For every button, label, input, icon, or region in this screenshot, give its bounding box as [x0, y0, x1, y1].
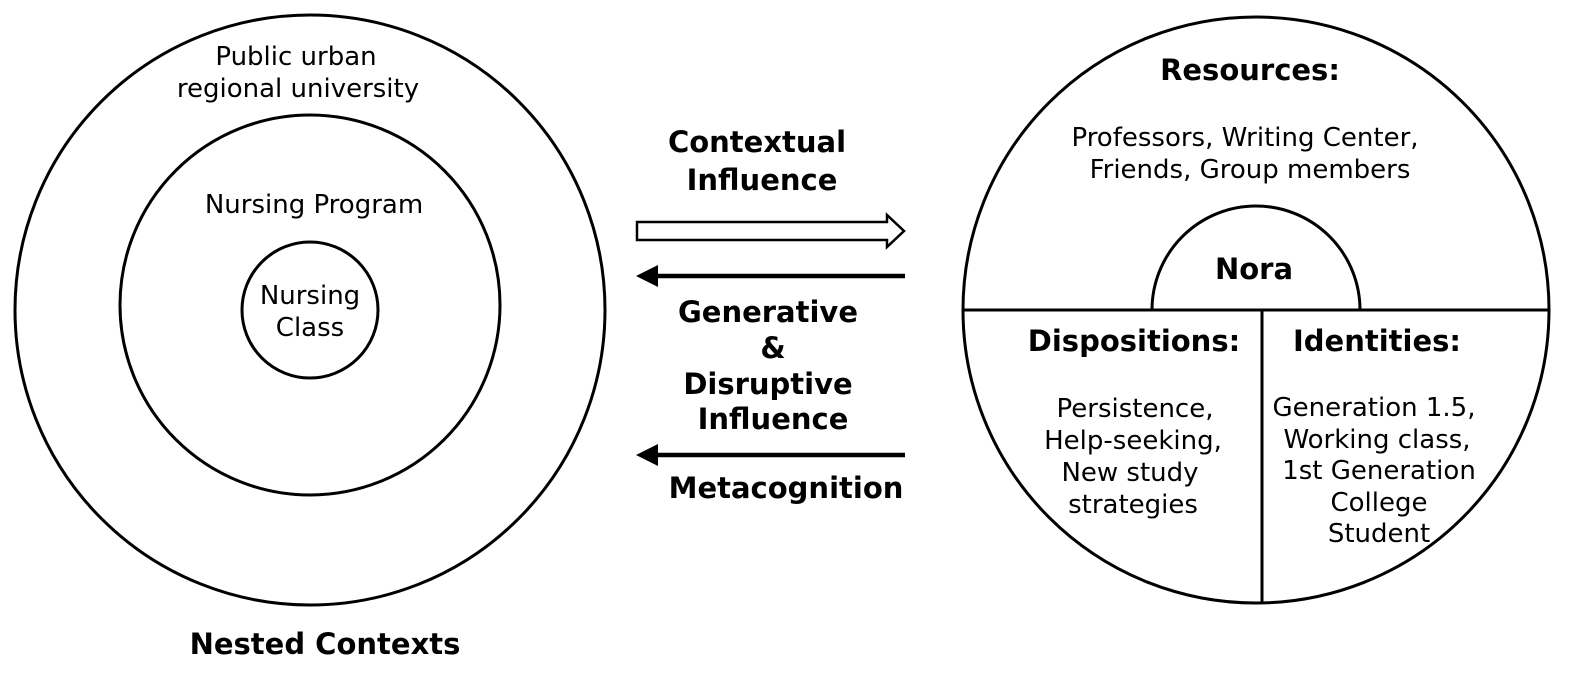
- dispositions-item-1: Persistence,: [1057, 394, 1214, 424]
- generative-influence-label-line-3: Disruptive: [683, 367, 852, 401]
- nora-semicircle: [1150, 204, 1362, 311]
- contextual-influence-label-line-1: Contextual: [668, 125, 846, 159]
- nursing-class-label-line-1: Nursing: [260, 281, 360, 311]
- resources-heading: Resources:: [1160, 53, 1340, 87]
- nested-contexts-caption: Nested Contexts: [190, 627, 461, 661]
- resources-item-1: Professors, Writing Center,: [1071, 123, 1418, 153]
- nursing-program-circle: [118, 113, 502, 497]
- nursing-program-label: Nursing Program: [205, 190, 423, 220]
- contextual-influence-arrow: [635, 212, 906, 250]
- identities-item-2: Working class,: [1283, 425, 1470, 455]
- nora-label: Nora: [1215, 252, 1293, 286]
- resources-item-2: Friends, Group members: [1090, 155, 1411, 185]
- university-label-line-2: regional university: [177, 74, 419, 104]
- influences: Contextual Influence Generative & Disrup…: [635, 125, 906, 505]
- university-label-line-1: Public urban: [215, 42, 376, 72]
- identities-item-4: College: [1330, 488, 1427, 518]
- identities-heading: Identities:: [1293, 324, 1461, 358]
- metacognition-arrow: [636, 444, 905, 466]
- generative-influence-label-line-1: Generative: [678, 295, 858, 329]
- individual: Resources: Professors, Writing Center, F…: [961, 15, 1551, 605]
- dispositions-item-2: Help-seeking,: [1044, 426, 1222, 456]
- dispositions-item-4: strategies: [1068, 490, 1198, 520]
- nested-contexts: Public urban regional university Nursing…: [13, 13, 607, 661]
- contextual-influence-label-line-2: Influence: [687, 163, 838, 197]
- identities-item-5: Student: [1328, 519, 1430, 549]
- generative-influence-arrow: [636, 265, 905, 287]
- university-circle: [13, 13, 607, 607]
- generative-influence-label-line-2: &: [760, 331, 785, 365]
- dispositions-item-3: New study: [1061, 458, 1198, 488]
- dispositions-heading: Dispositions:: [1028, 324, 1240, 358]
- identities-item-3: 1st Generation: [1282, 456, 1476, 486]
- identities-item-1: Generation 1.5,: [1273, 393, 1476, 423]
- nursing-class-label-line-2: Class: [276, 313, 344, 343]
- generative-influence-label-line-4: Influence: [698, 402, 849, 436]
- nursing-class-circle: [240, 240, 380, 380]
- metacognition-label: Metacognition: [669, 471, 904, 505]
